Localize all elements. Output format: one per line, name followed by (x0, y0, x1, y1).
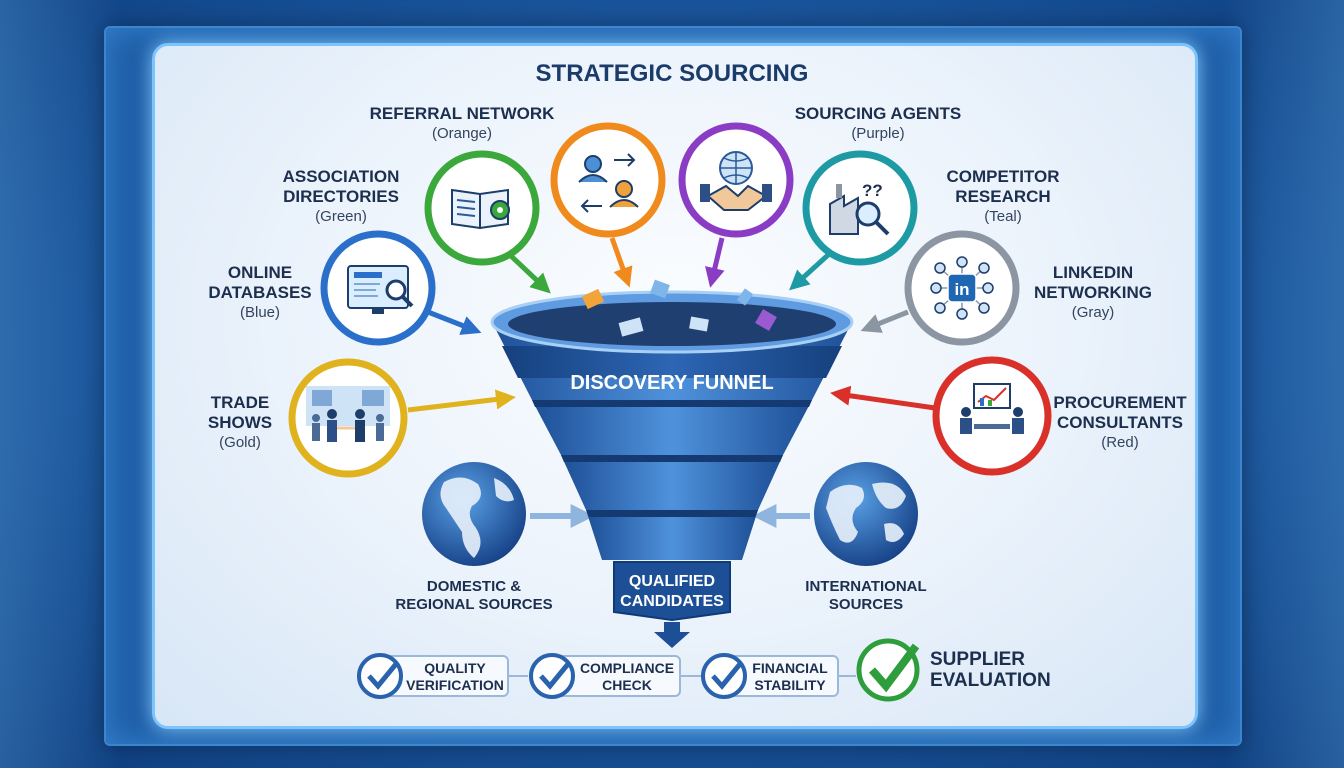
database-screen-icon (347, 265, 414, 314)
svg-text:??: ?? (862, 181, 883, 200)
people-exchange-icon (578, 153, 639, 213)
output-down-arrow (654, 622, 690, 648)
linkedin-line2: NETWORKING (1034, 283, 1152, 302)
channel-trade-shows: TRADE SHOWS (Gold) (208, 358, 408, 478)
channel-procurement-consultants: PROCUREMENT CONSULTANTS (Red) (932, 356, 1187, 476)
channel-linkedin-networking: in LINKEDIN NETWORKING (Gray) (904, 230, 1152, 346)
linkedin-network-icon: in (930, 256, 994, 320)
procurement-color: (Red) (1101, 434, 1139, 451)
qualified-output-box (613, 561, 731, 622)
left-glow (0, 0, 120, 768)
arrow-procurement (830, 385, 936, 411)
final-line2: EVALUATION (930, 670, 1051, 691)
referral-line1: REFERRAL NETWORK (370, 104, 556, 123)
channel-referral-network: REFERRAL NETWORK (Orange) (370, 104, 666, 238)
agents-color: (Purple) (851, 125, 904, 142)
international-line1: INTERNATIONAL (805, 578, 926, 595)
check-financial-icon (701, 653, 747, 699)
trade-line2: SHOWS (208, 413, 272, 432)
right-glow (1224, 0, 1344, 768)
svg-text:in: in (954, 280, 969, 299)
check-quality-line2: VERIFICATION (406, 677, 504, 693)
check-financial-line1: FINANCIAL (752, 660, 828, 676)
source-international: INTERNATIONAL SOURCES (805, 462, 927, 613)
arrow-referral (609, 237, 633, 288)
online-color: (Blue) (240, 304, 280, 321)
evaluation-row: QUALITY VERIFICATION COMPLIANCE CHECK FI… (357, 638, 1051, 702)
association-color: (Green) (315, 208, 367, 225)
check-compliance-line2: CHECK (602, 677, 652, 693)
arrow-online (427, 309, 482, 335)
domestic-line2: REGIONAL SOURCES (395, 596, 552, 613)
linkedin-color: (Gray) (1072, 304, 1115, 321)
check-quality-line1: QUALITY (424, 660, 486, 676)
supplier-evaluation-check-icon (856, 638, 920, 702)
source-domestic-regional: DOMESTIC & REGIONAL SOURCES (395, 462, 553, 613)
competitor-color: (Teal) (984, 208, 1022, 225)
competitor-line2: RESEARCH (955, 187, 1050, 206)
channel-online-databases: ONLINE DATABASES (Blue) (208, 230, 436, 346)
arrow-trade (407, 389, 516, 413)
check-quality-icon (357, 653, 403, 699)
channel-association-directories: ASSOCIATION DIRECTORIES (Green) (283, 150, 540, 266)
association-line2: DIRECTORIES (283, 187, 399, 206)
agents-line1: SOURCING AGENTS (795, 104, 962, 123)
diagram-title: STRATEGIC SOURCING (536, 60, 809, 87)
funnel-label: DISCOVERY FUNNEL (570, 372, 773, 394)
qualified-line2: CANDIDATES (620, 593, 724, 610)
directory-book-icon (451, 188, 510, 230)
discovery-funnel: DISCOVERY FUNNEL QUALIFIED CANDIDATES (490, 279, 854, 648)
procurement-line2: CONSULTANTS (1057, 413, 1183, 432)
check-compliance-line1: COMPLIANCE (580, 660, 674, 676)
trade-line1: TRADE (211, 393, 270, 412)
domestic-line1: DOMESTIC & (427, 578, 521, 595)
arrow-agents (705, 237, 725, 288)
arrow-association (508, 253, 551, 294)
trade-show-icon (306, 386, 390, 442)
consultants-meeting-icon (960, 383, 1024, 434)
channel-sourcing-agents: SOURCING AGENTS (Purple) (678, 104, 962, 238)
association-line1: ASSOCIATION (283, 167, 400, 186)
arrow-linkedin (860, 309, 909, 333)
linkedin-line1: LINKEDIN (1053, 263, 1133, 282)
globe-world-icon (814, 462, 918, 566)
handshake-globe-icon (700, 151, 772, 211)
referral-color: (Orange) (432, 125, 492, 142)
factory-magnifier-icon: ?? (829, 181, 890, 236)
globe-americas-icon (422, 462, 526, 566)
procurement-line1: PROCUREMENT (1053, 393, 1187, 412)
funnel-label-band (502, 346, 842, 378)
international-line2: SOURCES (829, 596, 903, 613)
online-line2: DATABASES (208, 283, 311, 302)
online-line1: ONLINE (228, 263, 292, 282)
check-financial-line2: STABILITY (754, 677, 826, 693)
final-line1: SUPPLIER (930, 649, 1025, 670)
channel-competitor-research: ?? COMPETITOR RESEARCH (Teal) (802, 150, 1060, 266)
competitor-line1: COMPETITOR (946, 167, 1059, 186)
qualified-line1: QUALIFIED (629, 573, 715, 590)
check-compliance-icon (529, 653, 575, 699)
trade-color: (Gold) (219, 434, 261, 451)
funnel-opening (508, 302, 836, 346)
arrow-competitor (789, 253, 830, 291)
